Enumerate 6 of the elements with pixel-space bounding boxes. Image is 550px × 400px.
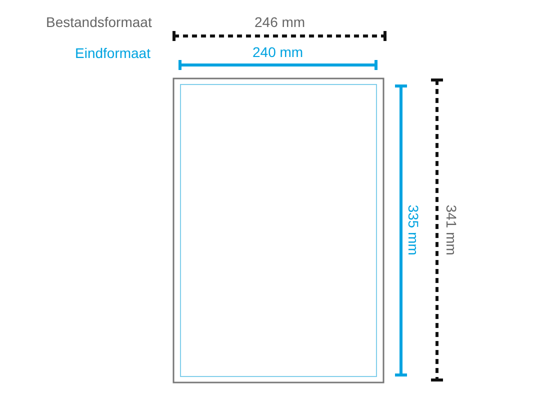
- format-label: Eindformaat: [75, 45, 150, 61]
- dimension-label: 341 mm: [442, 204, 459, 256]
- format-label: Bestandsformaat: [46, 14, 152, 30]
- dimension-label: 335 mm: [404, 204, 421, 256]
- dimension-label: 246 mm: [254, 14, 306, 30]
- dimension-label: 240 mm: [252, 44, 304, 60]
